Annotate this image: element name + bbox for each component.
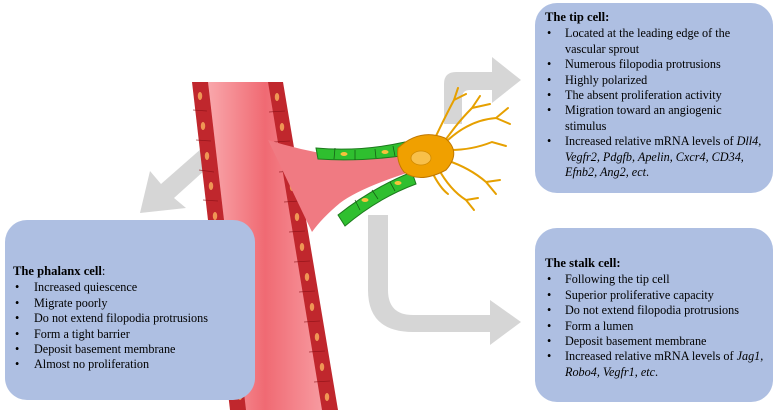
- list-item: Do not extend filopodia protrusions: [545, 303, 765, 319]
- stalk-cells: [315, 141, 417, 227]
- arrow-to-phalanx-cell: [140, 148, 215, 213]
- stalk-cell-list: Following the tip cell Superior prolifer…: [545, 272, 765, 380]
- arrow-to-stalk-cell: [368, 215, 521, 345]
- tip-cell-list: Located at the leading edge of the vascu…: [545, 26, 765, 180]
- list-item: Increased relative mRNA levels of Dll4, …: [545, 134, 765, 180]
- mrna-prefix: Increased relative mRNA levels of: [565, 349, 734, 364]
- list-item: The absent proliferation activity: [545, 88, 765, 104]
- gene-list: Dll4, Vegfr2, Pdgfb, Apelin, Cxcr4, CD34…: [565, 134, 762, 180]
- phalanx-cell-info-box: The phalanx cell: Increased quiescence M…: [5, 220, 255, 400]
- gene-list-suffix: .: [655, 364, 659, 379]
- tip-cell-info-box: The tip cell: Located at the leading edg…: [535, 3, 773, 193]
- gene-list-suffix: .: [646, 165, 650, 180]
- tip-cell-title: The tip cell:: [545, 10, 610, 24]
- list-item: Following the tip cell: [545, 272, 765, 288]
- list-item: Do not extend filopodia protrusions: [13, 311, 247, 327]
- list-item: Deposit basement membrane: [545, 334, 765, 350]
- list-item: Increased quiescence: [13, 280, 247, 296]
- list-item: Almost no proliferation: [13, 357, 247, 373]
- list-item: Highly polarized: [545, 73, 765, 89]
- mrna-prefix: Increased relative mRNA levels of: [565, 134, 734, 149]
- list-item: Form a tight barrier: [13, 327, 247, 343]
- list-item: Form a lumen: [545, 319, 765, 335]
- gene-list: Jag1, Robo4, Vegfr1, etc: [565, 349, 764, 379]
- list-item: Migration toward an angiogenic stimulus: [545, 103, 765, 134]
- stalk-cell-info-box: The stalk cell: Following the tip cell S…: [535, 228, 773, 402]
- phalanx-title-text: The phalanx cell: [13, 264, 102, 278]
- list-item: Migrate poorly: [13, 296, 247, 312]
- arrow-to-tip-cell: [444, 57, 521, 124]
- sprout-lumen: [268, 140, 410, 232]
- phalanx-cell-title: The phalanx cell:: [13, 264, 247, 279]
- list-item: Numerous filopodia protrusions: [545, 57, 765, 73]
- tip-cell: [397, 87, 511, 211]
- list-item: Deposit basement membrane: [13, 342, 247, 358]
- phalanx-cell-list: Increased quiescence Migrate poorly Do n…: [13, 280, 247, 373]
- list-item: Superior proliferative capacity: [545, 288, 765, 304]
- phalanx-title-colon: :: [101, 264, 106, 278]
- list-item: Increased relative mRNA levels of Jag1, …: [545, 349, 765, 380]
- list-item: Located at the leading edge of the vascu…: [545, 26, 765, 57]
- stalk-cell-title: The stalk cell:: [545, 256, 621, 270]
